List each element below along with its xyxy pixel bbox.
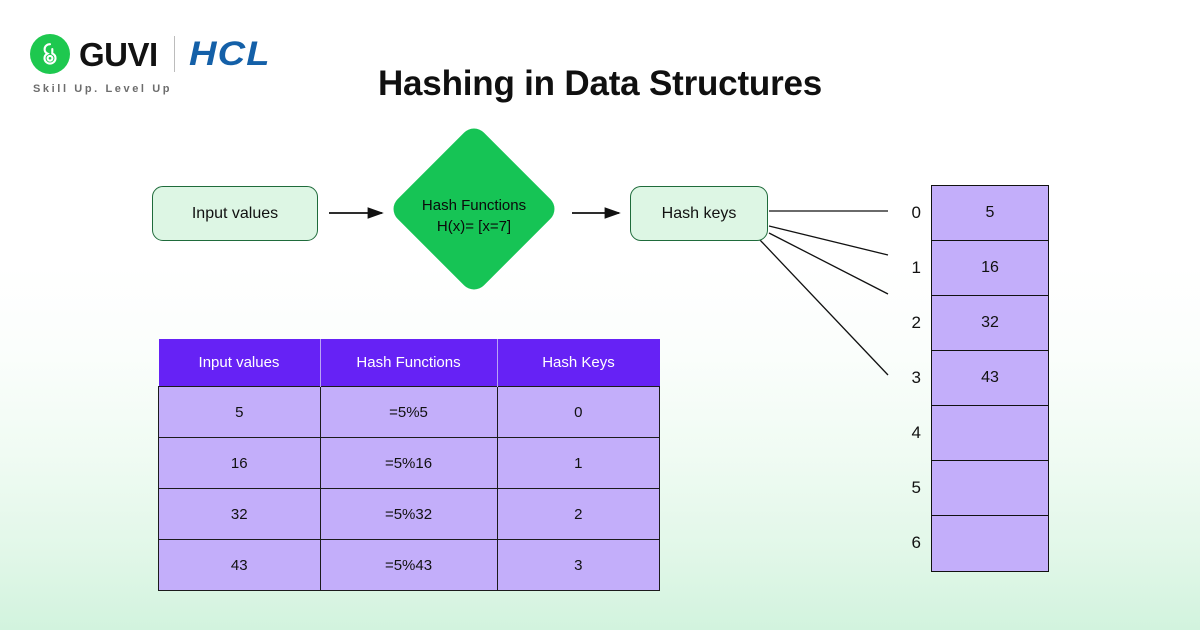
cell-input-value: 5	[158, 386, 321, 438]
table-header-row: Input values Hash Functions Hash Keys	[158, 339, 660, 387]
bucket-slot[interactable]: 43	[932, 351, 1048, 406]
cell-hash-key: 3	[496, 539, 660, 591]
hashing-data-table: Input values Hash Functions Hash Keys 5 …	[158, 339, 660, 591]
bucket-slot[interactable]: 5	[932, 186, 1048, 241]
hcl-wordmark: HCL	[188, 35, 271, 73]
bucket-slot[interactable]: 32	[932, 296, 1048, 351]
cell-hash-function: =5%16	[319, 437, 498, 489]
table-head: Input values Hash Functions Hash Keys	[158, 339, 660, 387]
cell-hash-key: 0	[496, 386, 660, 438]
brand-logo-row: GUVI HCL	[30, 32, 269, 76]
bucket-index: 5	[911, 477, 921, 497]
brand-divider	[173, 36, 175, 72]
cell-input-value: 43	[158, 539, 321, 591]
guvi-logo-icon	[30, 34, 70, 74]
bucket-slot[interactable]	[932, 516, 1048, 571]
bucket-index: 3	[911, 367, 921, 387]
brand-logo-block: GUVI HCL Skill Up. Level Up	[30, 32, 269, 95]
bucket-index-column: 0 1 2 3 4 5 6	[895, 185, 921, 570]
table-row: 43 =5%43 3	[158, 539, 660, 591]
column-header-hash-keys: Hash Keys	[496, 339, 660, 387]
guvi-wordmark: GUVI	[79, 35, 158, 73]
page-title: Hashing in Data Structures	[377, 64, 823, 103]
cell-hash-function: =5%43	[319, 539, 498, 591]
bucket-index: 0	[911, 202, 921, 222]
cell-hash-key: 1	[496, 437, 660, 489]
bucket-index: 4	[911, 422, 921, 442]
bucket-index: 1	[911, 257, 921, 277]
column-header-input-values: Input values	[158, 339, 320, 387]
table-row: 5 =5%5 0	[158, 386, 660, 438]
table-row: 32 =5%32 2	[158, 488, 660, 540]
bucket-slot[interactable]	[932, 461, 1048, 516]
bucket-index: 2	[911, 312, 921, 332]
hash-function-title: Hash Functions	[421, 197, 527, 214]
bucket-slot[interactable]	[932, 406, 1048, 461]
column-header-hash-functions: Hash Functions	[319, 339, 497, 387]
hash-bucket-table: 5 16 32 43	[931, 185, 1049, 572]
flow-node-input-values[interactable]: Input values	[152, 186, 318, 241]
table-row: 16 =5%16 1	[158, 437, 660, 489]
flow-node-hash-keys[interactable]: Hash keys	[630, 186, 768, 241]
brand-tagline: Skill Up. Level Up	[33, 83, 173, 95]
bucket-slot[interactable]: 16	[932, 241, 1048, 296]
cell-hash-function: =5%32	[319, 488, 498, 540]
cell-hash-function: =5%5	[319, 386, 498, 438]
cell-input-value: 32	[158, 488, 321, 540]
table-body: 5 =5%5 0 16 =5%16 1 32 =5%32 2 43 =5%43 …	[158, 386, 660, 591]
flow-node-hash-function-label: Hash Functions H(x)= [x=7]	[388, 195, 560, 238]
cell-hash-key: 2	[496, 488, 660, 540]
bucket-index: 6	[911, 532, 921, 552]
hash-function-formula: H(x)= [x=7]	[436, 218, 512, 236]
cell-input-value: 16	[158, 437, 321, 489]
